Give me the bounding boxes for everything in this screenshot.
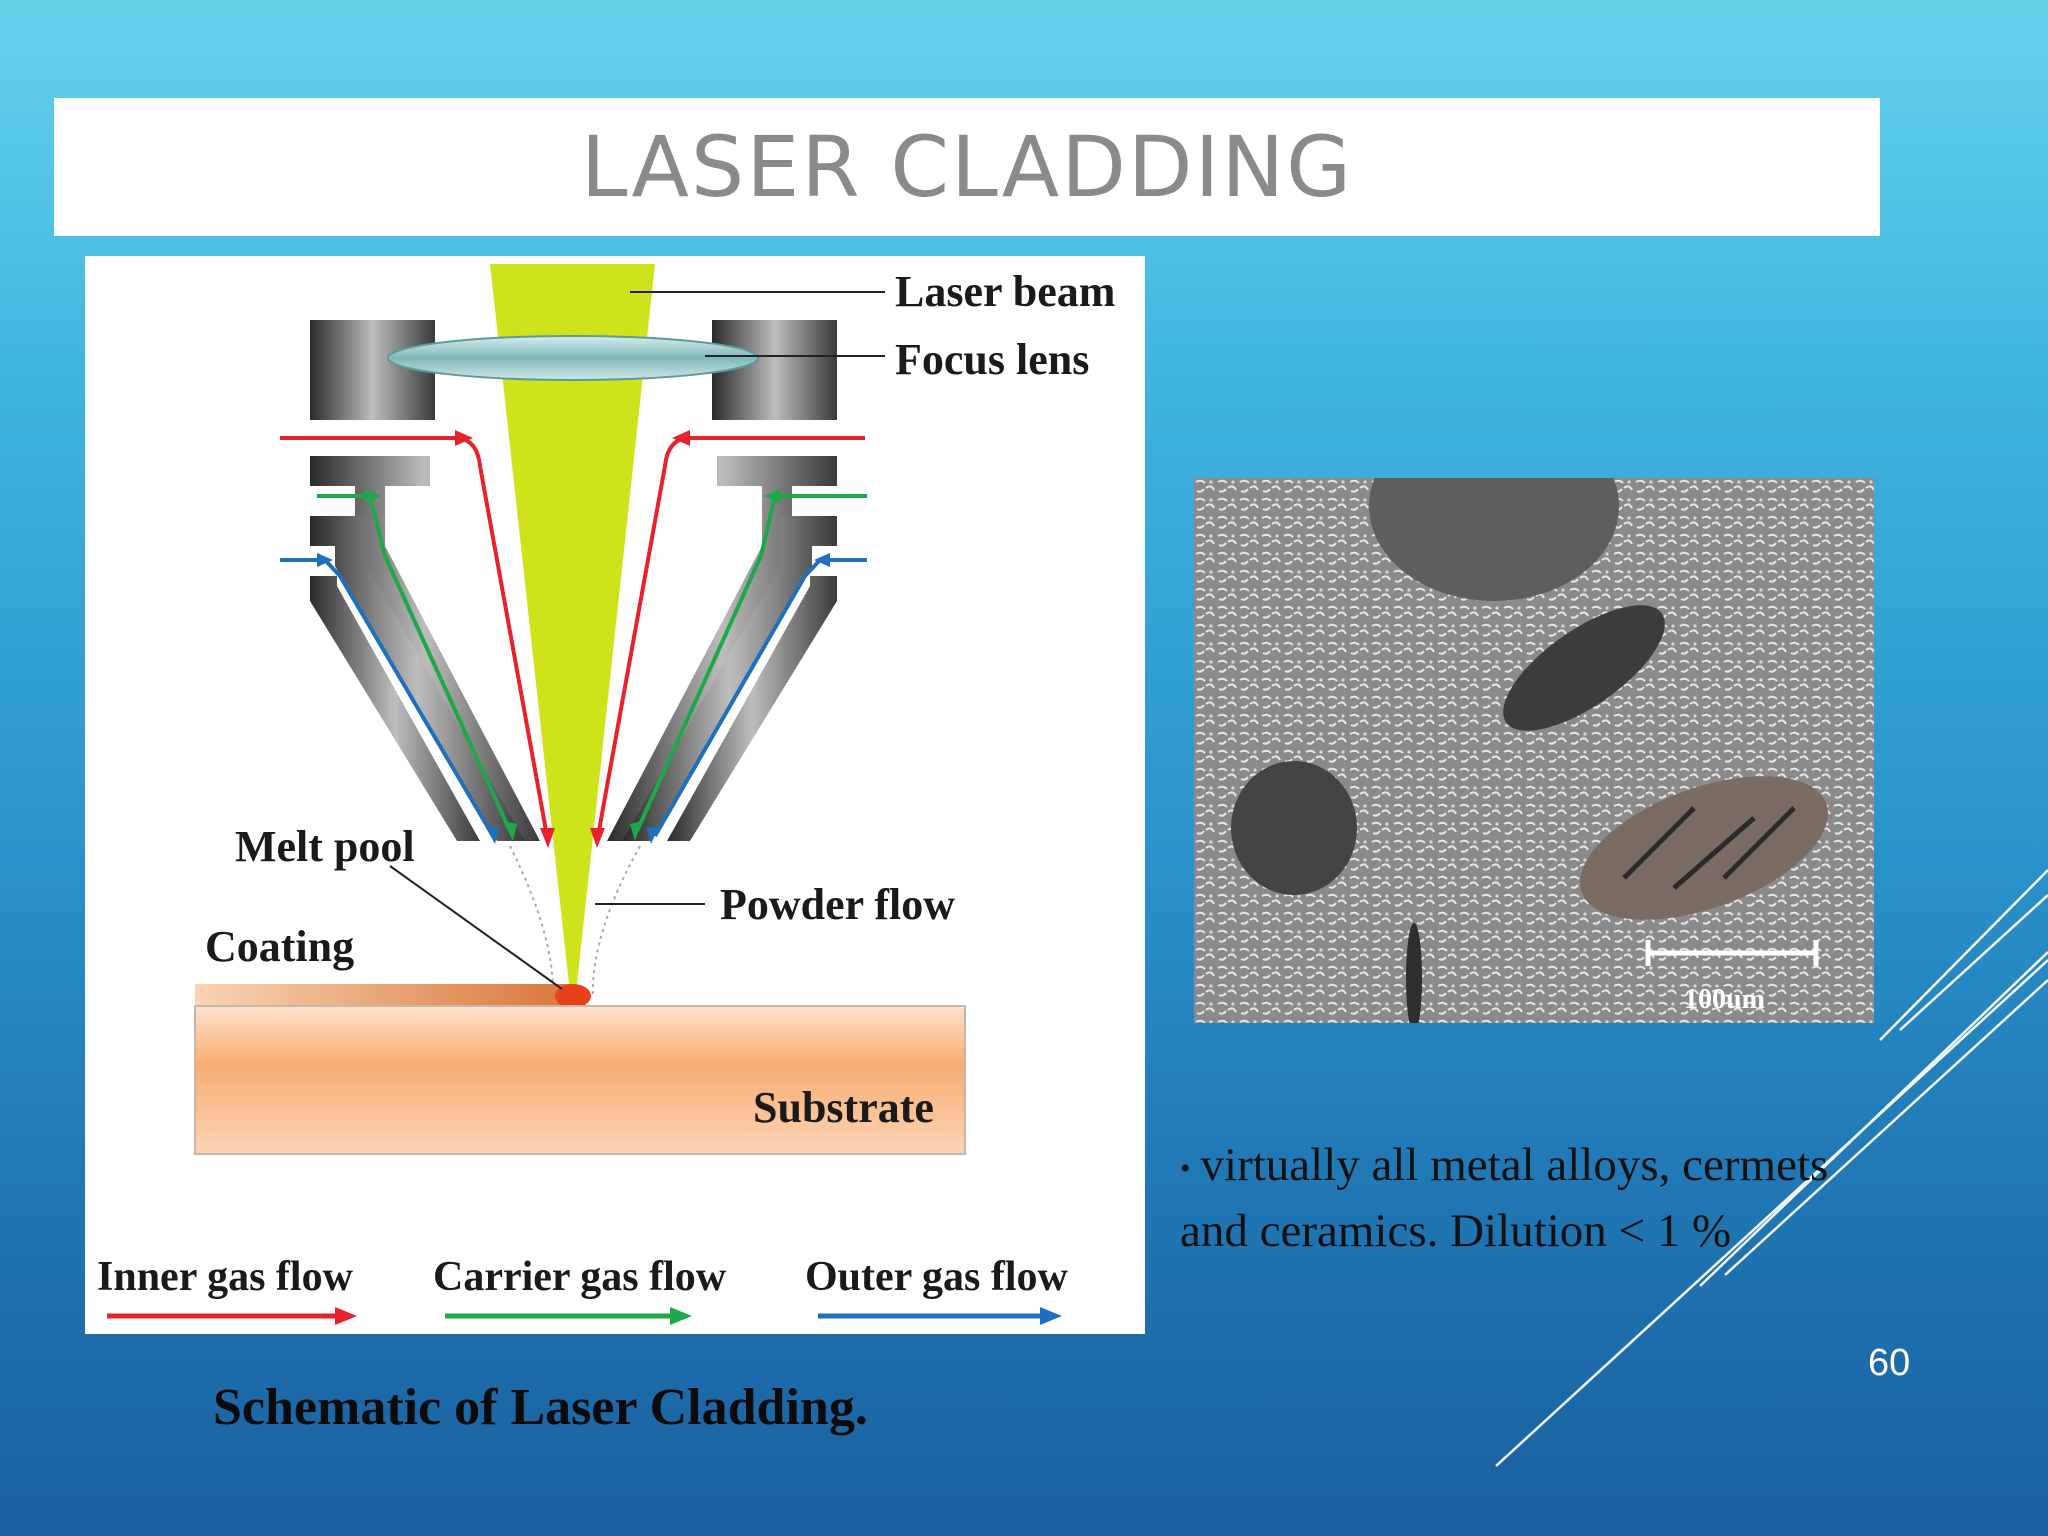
bullet-icon: • [1180,1152,1191,1186]
legend-outer-gas-flow: Outer gas flow [805,1254,1069,1300]
page-number: 60 [1868,1342,1911,1384]
label-laser-beam: Laser beam [895,267,1115,316]
label-powder-flow: Powder flow [720,880,955,929]
bullet-text-content: virtually all metal alloys, cermets and … [1180,1139,1829,1258]
laser-cladding-schematic: Laser beam Focus lens Melt pool Powder f… [85,256,1145,1334]
figure-caption: Schematic of Laser Cladding. [213,1379,868,1436]
label-coating: Coating [205,922,354,971]
label-melt-pool: Melt pool [235,822,415,871]
focus-lens-shape [387,335,759,381]
scale-bar [1645,940,1819,966]
title-bar: LASER CLADDING [54,98,1880,236]
coating-layer [195,984,575,1006]
slide-title: LASER CLADDING [580,118,1354,216]
micrograph-image: 100um [1194,478,1874,1023]
legend: Inner gas flow Carrier gas flow Outer ga… [97,1254,1069,1325]
laser-beam-shape [490,264,655,1021]
label-substrate: Substrate [753,1083,934,1132]
bullet-text: •virtually all metal alloys, cermets and… [1180,1134,1860,1262]
legend-inner-gas-flow: Inner gas flow [97,1254,354,1300]
label-focus-lens: Focus lens [895,335,1089,384]
melt-pool-shape [555,984,591,1008]
scale-bar-label: 100um [1684,984,1765,1015]
powder-stream [509,845,641,999]
legend-carrier-gas-flow: Carrier gas flow [433,1254,727,1300]
substrate-block [194,1005,966,1155]
